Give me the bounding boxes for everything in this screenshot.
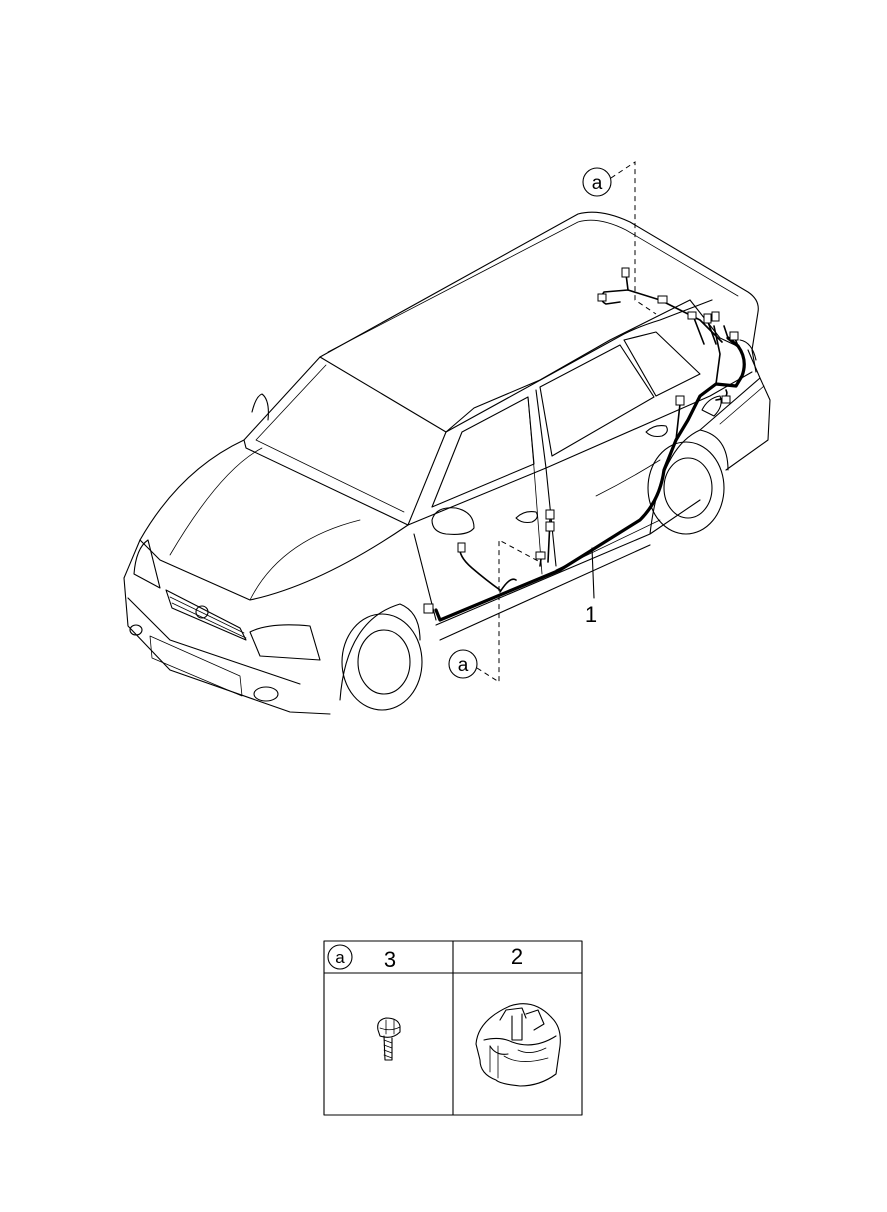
table-ref-a-label: a <box>335 948 345 967</box>
part-1-label: 1 <box>585 602 597 627</box>
table-header-part-3: 3 <box>384 947 396 972</box>
callout-part-1: 1 <box>585 547 597 627</box>
callout-a-top: a <box>582 161 657 315</box>
callout-a-top-label: a <box>592 173 603 194</box>
vehicle-outline <box>123 211 771 715</box>
bolt-icon <box>377 1017 401 1061</box>
floor-wiring-harness <box>423 267 746 622</box>
callout-a-bottom: a <box>448 539 541 683</box>
clip-bracket-icon <box>475 1003 561 1087</box>
callout-a-bottom-label: a <box>458 655 469 676</box>
table-header-part-2: 2 <box>511 944 523 969</box>
parts-table: a 3 2 <box>323 940 583 1116</box>
